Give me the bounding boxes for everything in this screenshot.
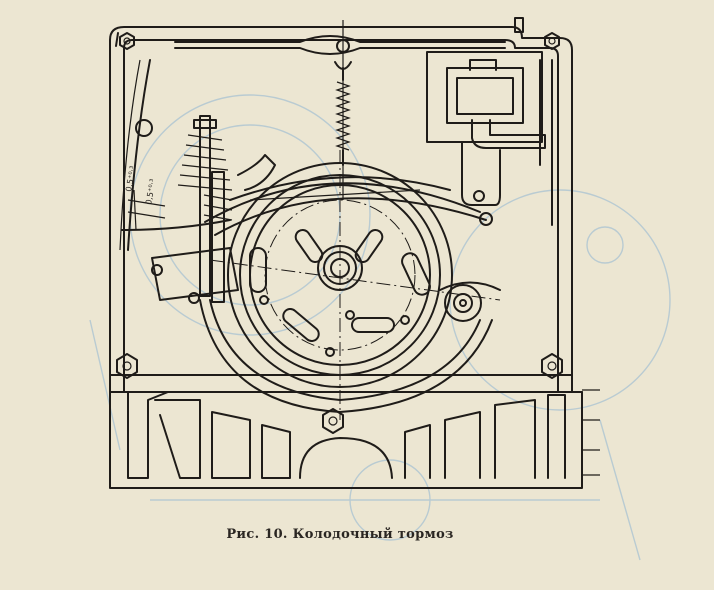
- upper-shoe: [119, 59, 487, 251]
- shoe-pivot: [439, 281, 501, 322]
- dimension-label: 0,5⁺⁰·³: [124, 165, 137, 192]
- brake-magnet: [426, 51, 553, 226]
- bleed-through: [89, 94, 671, 561]
- corner-bolts: [116, 32, 563, 434]
- dimension-label: 0,5⁺⁰·³: [144, 178, 157, 205]
- brake-drum: [199, 150, 501, 420]
- brake-spring: [174, 20, 506, 200]
- housing-base: [127, 389, 600, 479]
- figure-caption: Рис. 10. Колодочный тормоз: [226, 527, 454, 542]
- adjusting-spring: 0,5⁺⁰·³ 0,5⁺⁰·³: [121, 115, 276, 304]
